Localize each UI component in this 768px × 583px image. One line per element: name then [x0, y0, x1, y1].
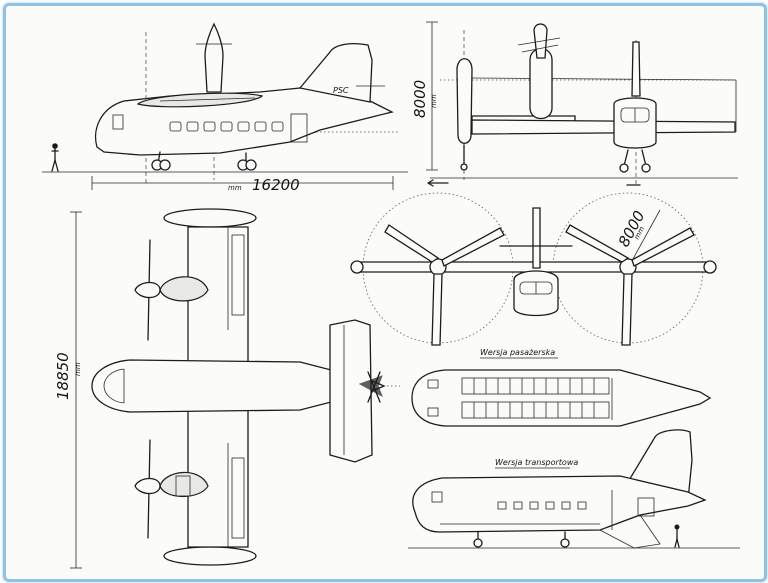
- height-dimension: 8000: [411, 80, 429, 118]
- side-view: 16200 mm PSC: [42, 22, 408, 194]
- length-dimension: 16200: [252, 176, 300, 194]
- nacelle-top-upper: [159, 276, 209, 302]
- passenger-version-label: Wersja pasażerska: [480, 348, 555, 357]
- tail-fin-side: [298, 43, 373, 103]
- transport-version-label: Wersja transportowa: [495, 458, 578, 467]
- passenger-version: Wersja pasażerska: [411, 348, 712, 427]
- transport-windows: [497, 501, 587, 510]
- propeller-side: [204, 22, 224, 93]
- height-unit: mm: [430, 94, 438, 108]
- seat-rows: [461, 377, 610, 419]
- passenger-fuselage: [411, 369, 712, 427]
- rotor-front-view: 8000 mm: [350, 192, 717, 346]
- tiptank-front: [456, 58, 473, 144]
- registration-mark: PSC: [333, 86, 349, 95]
- tailplane-top: [329, 319, 373, 463]
- side-windows: [169, 121, 284, 132]
- landing-gear-side: [151, 151, 257, 171]
- nacelle-front: [529, 48, 553, 120]
- span-unit: mm: [74, 362, 82, 376]
- span-dimension: 18850: [54, 352, 72, 400]
- tiptank-top: [163, 208, 257, 228]
- scale-figure: [51, 143, 59, 172]
- fuselage-top: [91, 359, 386, 413]
- transport-fuselage: [412, 475, 707, 533]
- top-view: 18850 mm: [54, 208, 400, 569]
- length-unit: mm: [228, 184, 242, 192]
- fuselage-front: [613, 97, 657, 149]
- front-view: 8000 mm: [411, 21, 738, 187]
- transport-version: Wersja transportowa: [408, 429, 740, 549]
- nacelle-top-lower: [159, 471, 209, 497]
- tiptank-bottom: [163, 546, 257, 566]
